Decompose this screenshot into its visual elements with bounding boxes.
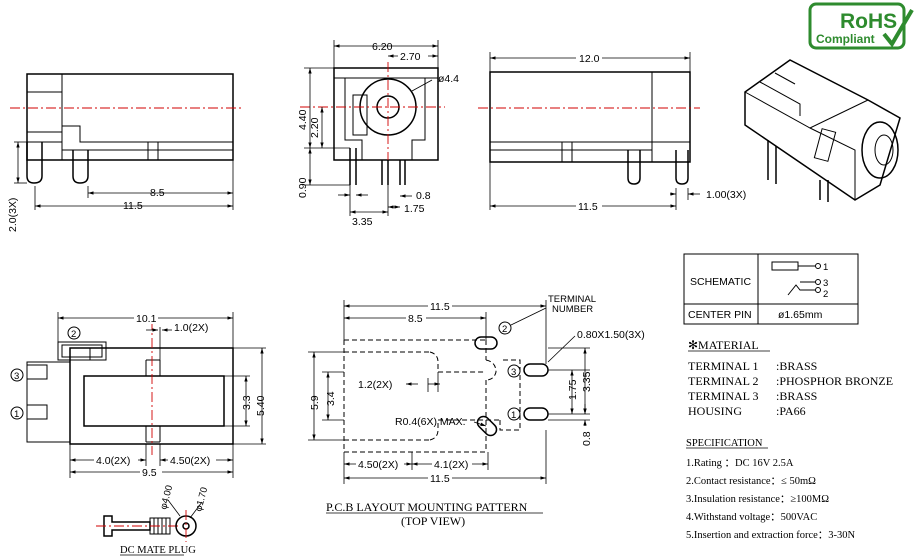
pin-2-label: 2	[823, 289, 828, 300]
pcb-dim-3-4: 3.4	[325, 391, 337, 406]
dim-0-90: 0.90	[297, 177, 309, 198]
dim-4-40: 4.40	[297, 109, 309, 130]
dim-2-20: 2.20	[309, 117, 321, 138]
plug-caption: DC MATE PLUG	[120, 545, 196, 556]
side-view: 2.0(3X) 8.5 11.5	[7, 73, 242, 232]
terminal-number-line2: NUMBER	[552, 304, 593, 315]
dim-11-5-right: 11.5	[578, 201, 598, 213]
dim-6-20: 6.20	[372, 41, 393, 53]
material-value-3: :PA66	[776, 404, 806, 418]
material-title: ✻MATERIAL	[688, 338, 759, 352]
spec-item-4: 5.Insertion and extraction force：3-30N	[686, 530, 856, 541]
schematic-table: SCHEMATIC CENTER PIN ø1.65mm 1 3 2	[683, 253, 859, 325]
rohs-subtitle: Compliant	[816, 32, 875, 46]
dim-11-5: 11.5	[123, 200, 143, 212]
pin-1-label: 1	[823, 262, 828, 273]
specification-title: SPECIFICATION	[686, 438, 763, 449]
jack-symbol-icon	[771, 261, 821, 296]
checkmark-icon	[882, 8, 914, 48]
pcb-dim-8-5: 8.5	[408, 313, 423, 325]
dim-4-0: 4.0(2X)	[96, 455, 130, 467]
dim-8-5: 8.5	[150, 187, 165, 199]
dim-2-70: 2.70	[400, 51, 421, 63]
dim-12-0: 12.0	[579, 53, 600, 65]
dim-1-75: 1.75	[404, 203, 425, 215]
pcb-dim-5-9: 5.9	[309, 395, 321, 410]
pcb-dim-11-5: 11.5	[430, 301, 450, 313]
specification-section: SPECIFICATION 1.Rating ：DC 16V 2.5A 2.Co…	[686, 438, 856, 541]
pcb-layout: 2 3 1 TERMINAL NUMBER 11.5 8.5 0.80X1.50…	[308, 294, 645, 528]
schematic-label: SCHEMATIC	[690, 276, 751, 288]
rohs-badge: RoHS Compliant	[808, 2, 914, 50]
pcb-terminal-1: 1	[511, 410, 516, 421]
right-view: 12.0 11.5 1.00(3X)	[478, 52, 746, 213]
plug-dim-b: φ1.70	[193, 486, 210, 513]
dim-diameter: ø4.4	[438, 73, 459, 85]
dim-5-40: 5.40	[255, 395, 267, 416]
pin-3-label: 3	[823, 278, 828, 289]
terminal-number-line1: TERMINAL	[548, 294, 596, 305]
pcb-terminal-2: 2	[502, 324, 507, 335]
material-part-3: HOUSING	[688, 404, 742, 418]
pcb-caption: P.C.B LAYOUT MOUNTING PATTERN	[326, 500, 528, 514]
dim-1-0: 1.0(2X)	[174, 322, 208, 334]
pcb-dim-3-35: 3.35	[581, 371, 593, 392]
dim-3-35: 3.35	[352, 216, 373, 228]
isometric-view	[744, 59, 901, 202]
spec-item-1: 2.Contact resistance：≤ 50mΩ	[686, 476, 816, 487]
pcb-dim-1-2: 1.2(2X)	[358, 379, 392, 391]
spec-item-2: 3.Insulation resistance：≥100MΩ	[686, 494, 829, 505]
dim-10-1: 10.1	[136, 313, 157, 325]
dim-4-50: 4.50(2X)	[170, 455, 210, 467]
terminal-2-label: 2	[71, 329, 76, 340]
dim-3-3: 3.3	[241, 395, 253, 410]
pcb-dim-4-50: 4.50(2X)	[358, 459, 398, 471]
spec-item-0: 1.Rating ：DC 16V 2.5A	[686, 458, 794, 469]
material-part-1: TERMINAL 2	[688, 374, 759, 388]
terminal-3-label: 3	[14, 371, 19, 382]
dim-pin-height: 2.0(3X)	[7, 198, 19, 232]
front-view: 6.20 2.70 ø4.4 4.40 2.20 0.90 3.35 0.8 1…	[297, 40, 459, 228]
material-part-2: TERMINAL 3	[688, 389, 759, 403]
pcb-dim-4-1: 4.1(2X)	[434, 459, 468, 471]
material-value-2: :BRASS	[776, 389, 817, 403]
bottom-view: 2 3 1 10.1 1.0(2X) 3.3 5.40 4.0(2X) 4.50…	[10, 312, 267, 479]
dim-9-5: 9.5	[142, 467, 157, 479]
material-part-0: TERMINAL 1	[688, 359, 759, 373]
dim-1-00: 1.00(3X)	[706, 189, 746, 201]
pcb-dim-radius: R0.4(6X) MAX.	[395, 416, 466, 428]
center-pin-label: CENTER PIN	[688, 309, 752, 321]
material-section: ✻MATERIAL TERMINAL 1 :BRASS TERMINAL 2 :…	[688, 338, 893, 418]
spec-item-3: 4.Withstand voltage：500VAC	[686, 512, 817, 523]
pcb-dim-0-8: 0.8	[581, 431, 593, 446]
pcb-caption-sub: (TOP VIEW)	[401, 514, 465, 528]
dc-mate-plug: φ4.00 φ1.70 DC MATE PLUG	[96, 484, 210, 556]
terminal-1-label: 1	[14, 409, 19, 420]
pcb-terminal-3: 3	[511, 367, 516, 378]
material-value-0: :BRASS	[776, 359, 817, 373]
pcb-dim-11-5b: 11.5	[430, 473, 450, 485]
pcb-dim-slot: 0.80X1.50(3X)	[577, 329, 645, 341]
pcb-dim-1-75: 1.75	[567, 379, 579, 400]
center-pin-value: ø1.65mm	[778, 309, 823, 321]
rohs-title: RoHS	[840, 10, 897, 33]
material-value-1: :PHOSPHOR BRONZE	[776, 374, 893, 388]
dim-0-8: 0.8	[416, 190, 431, 202]
